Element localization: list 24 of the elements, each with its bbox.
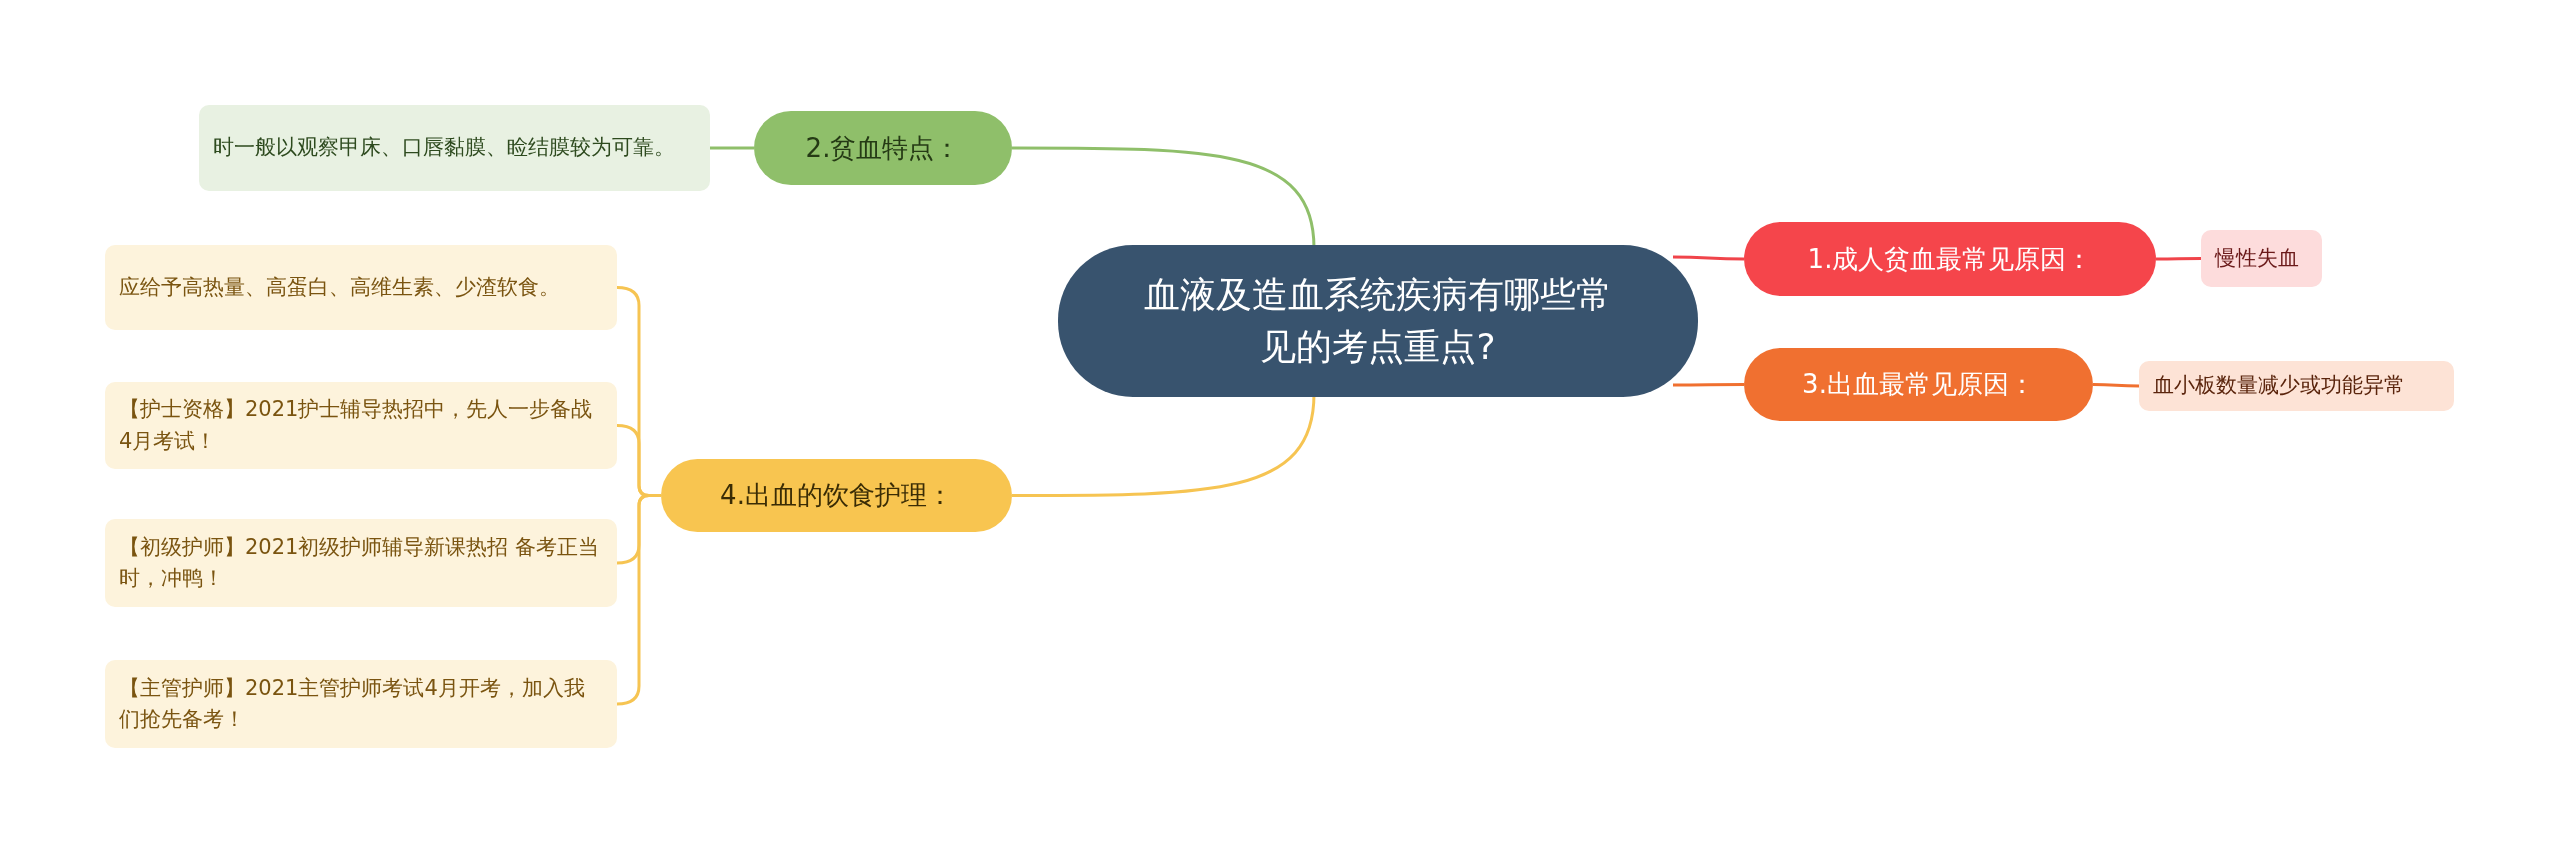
branch-topic-text: 2.贫血特点： xyxy=(805,131,961,165)
connector-line xyxy=(1673,383,1744,387)
branch-topic-text: 4.出血的饮食护理： xyxy=(720,479,953,512)
note-text: 慢性失血 xyxy=(2215,244,2299,272)
connector-line xyxy=(1673,255,1744,261)
leaf-note-box xyxy=(105,519,617,607)
leaf-note-box xyxy=(2139,361,2454,411)
central-topic-text: 血液及造血系统疾病有哪些常见的考点重点? xyxy=(1143,272,1613,369)
note-text: 应给予高热量、高蛋白、高维生素、少渣软食。 xyxy=(119,273,560,301)
leaf-note-box xyxy=(105,382,617,469)
leaf-note-box xyxy=(199,105,710,191)
leaf-note-box xyxy=(105,245,617,330)
connector-line xyxy=(2093,383,2139,388)
leaf-note-box xyxy=(2201,230,2322,287)
connector-line xyxy=(2156,257,2201,261)
note-text: 时一般以观察甲床、口唇黏膜、睑结膜较为可靠。 xyxy=(213,134,675,162)
note-text: 【护士资格】2021护士辅导热招中，先人一步备战4月考试！ xyxy=(119,396,594,455)
leaf-note-box xyxy=(105,660,617,748)
note-text: 血小板数量减少或功能异常 xyxy=(2153,372,2405,400)
note-text: 【初级护师】2021初级护师辅导新课热招 备考正当时，冲鸭！ xyxy=(119,533,601,592)
branch-topic-text: 3.出血最常见原因： xyxy=(1802,368,2035,401)
note-text: 【主管护师】2021主管护师考试4月开考，加入我们抢先备考！ xyxy=(119,674,586,733)
branch-topic-text: 1.成人贫血最常见原因： xyxy=(1807,242,2093,276)
connector-line xyxy=(710,146,754,150)
